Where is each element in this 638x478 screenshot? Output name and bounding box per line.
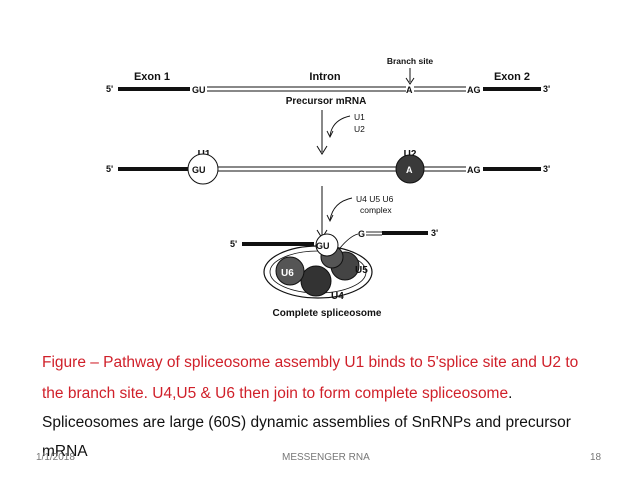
spliceosome-diagram: Branch site Exon 1 Intron Exon 2 5' GU A… [106,56,550,319]
snrnp-u1-bound [315,233,339,257]
row1-exon2-bar [483,87,541,91]
row3-gu: GU [316,241,330,251]
step2-curve-arrowhead [326,214,334,223]
row1-five-prime: 5' [106,84,113,94]
spliceosome-u6-label: U6 [281,268,294,279]
caption-line-1: Figure – Pathway of spliceosome assembly… [42,354,579,371]
row3-three-prime: 3' [431,228,438,238]
row2-u2-snrnp [395,154,425,184]
caption-line-2-period: . [508,385,513,402]
branch-site-label: Branch site [387,56,434,66]
u456-label-line2: complex [360,205,392,215]
row3-g: G [358,229,365,239]
row1-gu: GU [192,85,206,95]
step1-u2-label: U2 [354,124,365,134]
row2-u2-label: U2 [404,149,417,160]
row3-five-prime: 5' [230,239,237,249]
snrnp-u4 [300,265,332,297]
intron-label: Intron [309,71,340,83]
caption-line-3: Spliceosomes are large (60S) dynamic ass… [42,414,571,431]
caption-line-2-text: the branch site. U4,U5 & U6 then join to… [42,385,509,402]
row2-u1-snrnp [187,153,219,185]
row2-five-prime: 5' [106,164,113,174]
row3-lariat-strand [339,233,359,249]
footer-title: MESSENGER RNA [282,452,370,463]
spliceosome-u5-label: U5 [355,265,368,276]
step1-curve-arrowhead [326,130,334,139]
complete-spliceosome-label: Complete spliceosome [273,308,382,319]
step2-curve-arrow [329,197,353,221]
snrnp-u6 [275,256,305,286]
row1-a: A [406,85,413,95]
footer-page-number: 18 [590,452,602,463]
caption-line-2: the branch site. U4,U5 & U6 then join to… [42,385,512,403]
step1-u1-label: U1 [354,112,365,122]
spliceosome-u4-label: U4 [331,291,344,302]
row1-three-prime: 3' [543,84,550,94]
u456-label-line1: U4 U5 U6 [356,194,394,204]
row2-exon1-bar [118,167,188,171]
branch-site-arrowhead [405,77,415,85]
row3-exon2-bar [382,231,428,235]
row1-exon1-bar [118,87,190,91]
row3-exon1-bar [242,242,314,246]
row2-gu: GU [192,165,206,175]
step1-curve-arrow [329,115,351,137]
footer-date: 1/1/2018 [36,452,75,463]
row2-three-prime: 3' [543,164,550,174]
caption-line-4: mRNA [42,443,88,460]
row2-exon2-bar [483,167,541,171]
precursor-mrna-label: Precursor mRNA [286,96,367,107]
row2-a: A [406,165,413,175]
row1-ag: AG [467,85,481,95]
exon2-label: Exon 2 [494,71,530,83]
exon1-label: Exon 1 [134,71,170,83]
step1-arrowhead [316,145,328,155]
row2-ag: AG [467,165,481,175]
